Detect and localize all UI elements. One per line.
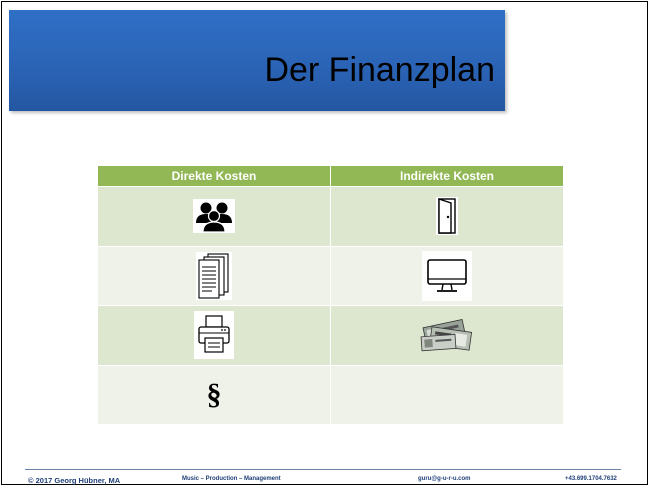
footer-tagline: Music – Production – Management [182,476,281,482]
table-row [98,305,563,365]
table-cell [330,186,563,246]
footer-divider [25,469,621,470]
footer-phone: +43.699.1704.7632 [565,476,617,482]
paragraph-law-icon: § [206,377,222,411]
table-row [98,245,563,306]
table-row [98,186,563,246]
printer-icon [194,311,234,360]
table-cell [330,305,563,365]
group-people-icon [193,199,235,234]
table-row: § [98,364,563,424]
door-icon [436,197,458,236]
table-header-row: Direkte Kosten Indirekte Kosten [98,166,563,187]
header-direct-costs: Direkte Kosten [98,166,331,187]
footer-copyright: © 2017 Georg Hübner, MA [28,476,121,485]
table-cell [98,186,331,246]
costs-table: Direkte Kosten Indirekte Kosten [98,166,563,424]
footer-email[interactable]: guru@g-u-r-u.com [418,476,471,482]
table-cell [98,305,331,365]
title-bar: Der Finanzplan [9,10,505,111]
table-cell-empty [330,364,563,424]
slide-title: Der Finanzplan [264,51,495,89]
table-cell: § [98,364,331,424]
footer: © 2017 Georg Hübner, MA Music – Producti… [0,472,649,486]
computer-monitor-icon [422,250,472,301]
money-banknotes-icon [417,315,477,355]
table-cell [330,245,563,306]
header-indirect-costs: Indirekte Kosten [330,166,563,187]
table-cell [98,245,331,306]
documents-stack-icon [196,251,232,300]
